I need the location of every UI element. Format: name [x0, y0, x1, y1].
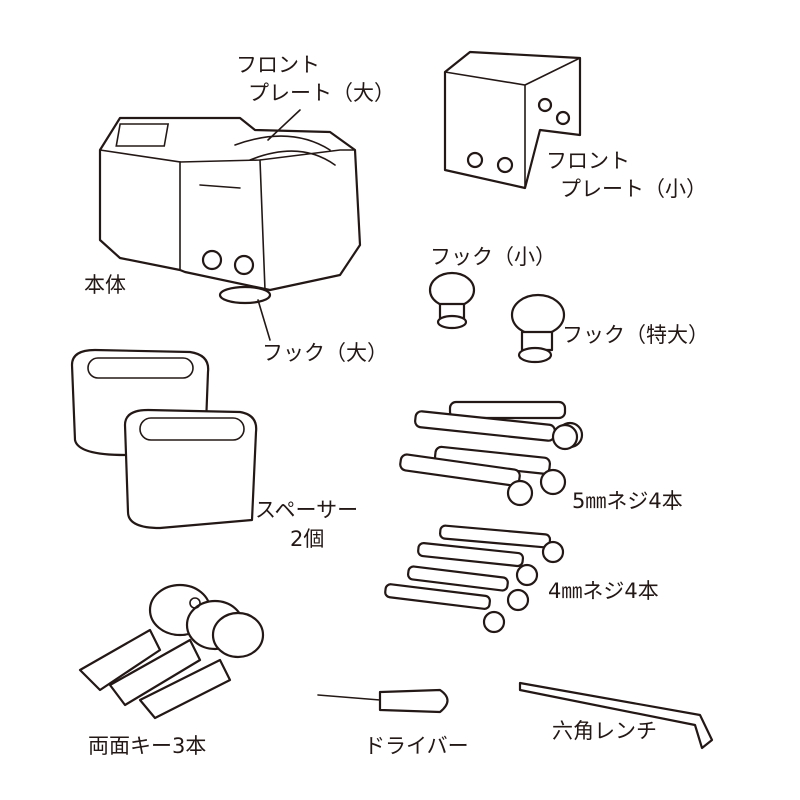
label-driver: ドライバー — [364, 734, 469, 758]
screws-4mm-drawing — [384, 524, 565, 634]
label-front-plate-small-line2: プレート（小） — [560, 177, 707, 201]
keys-drawing — [78, 583, 265, 720]
label-spacer-line2: 2個 — [290, 527, 325, 551]
leader-line — [257, 299, 271, 341]
screws-5mm-drawing — [399, 400, 584, 507]
label-front-plate-large-line1: フロント — [236, 53, 320, 77]
front-plate-small-drawing — [443, 50, 582, 190]
hook-small-drawing — [428, 271, 476, 330]
label-hex-wrench: 六角レンチ — [552, 719, 657, 743]
screwdriver-drawing — [317, 688, 449, 714]
label-front-plate-small-line1: フロント — [546, 149, 630, 173]
label-keys: 両面キー3本 — [88, 734, 207, 758]
spacer-drawing — [70, 348, 258, 530]
hex-wrench-drawing — [518, 681, 714, 750]
lock-body-drawing — [98, 116, 362, 305]
hook-xl-drawing — [510, 293, 566, 364]
label-screw-4mm: 4㎜ネジ4本 — [548, 579, 659, 603]
label-hook-xl: フック（特大） — [562, 323, 709, 347]
label-screw-5mm: 5㎜ネジ4本 — [572, 489, 683, 513]
label-front-plate-large-line2: プレート（大） — [248, 81, 395, 105]
label-body: 本体 — [84, 273, 126, 297]
label-hook-small: フック（小） — [430, 245, 556, 269]
label-hook-large: フック（大） — [262, 341, 388, 365]
leader-line — [267, 109, 301, 141]
label-spacer-line1: スペーサー — [255, 498, 359, 522]
